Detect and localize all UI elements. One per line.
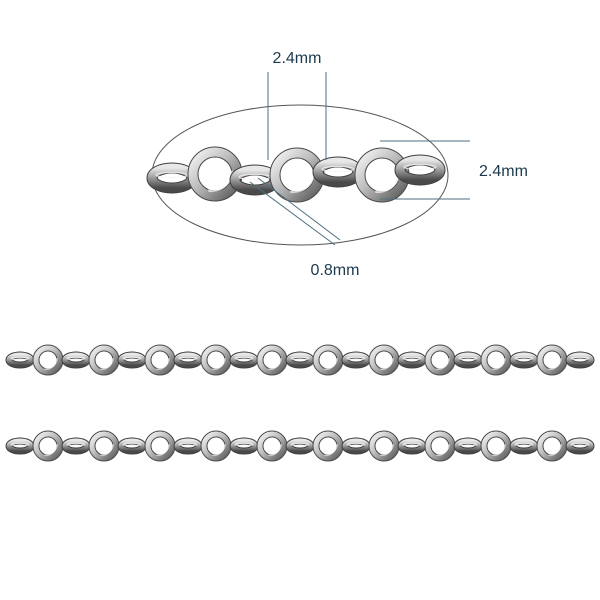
thickness-label: 0.8mm bbox=[311, 262, 360, 279]
chain-link bbox=[256, 344, 288, 376]
chain-link bbox=[285, 437, 315, 455]
chain-link bbox=[368, 430, 400, 462]
chain-link bbox=[509, 351, 539, 369]
chain-link bbox=[453, 351, 483, 369]
chain-link bbox=[144, 430, 176, 462]
chain-link bbox=[117, 351, 147, 369]
dimension-line bbox=[257, 177, 341, 241]
chain-link bbox=[5, 351, 35, 369]
magnified-detail bbox=[146, 104, 449, 246]
chain-link bbox=[144, 344, 176, 376]
chain-link bbox=[565, 437, 595, 455]
detail-chain bbox=[146, 146, 446, 203]
chain-link bbox=[32, 344, 64, 376]
chain-link bbox=[312, 344, 344, 376]
chain-link bbox=[480, 430, 512, 462]
chain-link bbox=[146, 162, 198, 194]
chain-link bbox=[187, 146, 243, 202]
chain-link bbox=[200, 344, 232, 376]
chain-link bbox=[341, 351, 371, 369]
dimension-thickness: 0.8mm bbox=[249, 177, 360, 279]
chain-row bbox=[5, 344, 595, 376]
chain-link bbox=[536, 430, 568, 462]
chain-link bbox=[32, 430, 64, 462]
chain-link bbox=[61, 437, 91, 455]
chain-link bbox=[397, 351, 427, 369]
chain-row bbox=[5, 430, 595, 462]
dimension-height: 2.4mm bbox=[380, 140, 528, 200]
chain-link bbox=[341, 437, 371, 455]
chain-link bbox=[394, 154, 446, 186]
dimension-width: 2.4mm bbox=[267, 50, 327, 160]
chain-link bbox=[312, 430, 344, 462]
chain-link bbox=[397, 437, 427, 455]
chain-link bbox=[285, 351, 315, 369]
chain-link bbox=[368, 344, 400, 376]
chain-link bbox=[256, 430, 288, 462]
chain-link bbox=[229, 351, 259, 369]
chain-link bbox=[565, 351, 595, 369]
chain-link bbox=[200, 430, 232, 462]
chain-link bbox=[173, 351, 203, 369]
chain-link bbox=[536, 344, 568, 376]
chain-link bbox=[453, 437, 483, 455]
chain-link bbox=[173, 437, 203, 455]
chain-link bbox=[424, 344, 456, 376]
chain-link bbox=[5, 437, 35, 455]
chain-link bbox=[509, 437, 539, 455]
chain-link bbox=[88, 430, 120, 462]
chain-link bbox=[88, 344, 120, 376]
height-label: 2.4mm bbox=[479, 163, 528, 180]
chain-link bbox=[117, 437, 147, 455]
chain-link bbox=[424, 430, 456, 462]
chain-link bbox=[229, 437, 259, 455]
width-label: 2.4mm bbox=[273, 50, 322, 67]
chain-link bbox=[480, 344, 512, 376]
chain-link bbox=[269, 147, 325, 203]
chain-link bbox=[61, 351, 91, 369]
dimension-line bbox=[249, 181, 336, 246]
